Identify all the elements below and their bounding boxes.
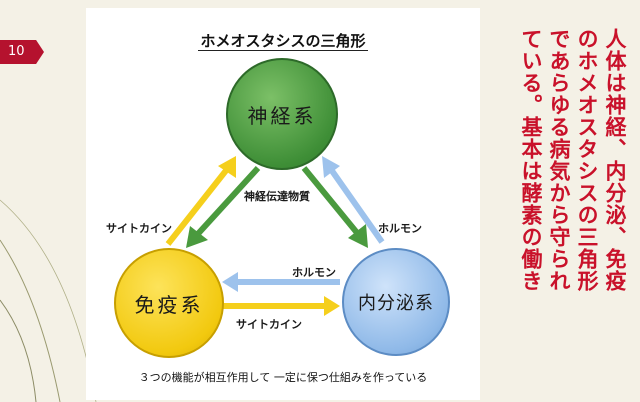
arrow-nervous-to-endocrine-head (348, 224, 368, 248)
arrow-nervous-to-endocrine (301, 166, 361, 236)
side-text-line-1: 人体は神経、内分泌、免疫 (603, 28, 627, 292)
arrow-nervous-to-immune-head (186, 226, 208, 248)
interaction-arrows (165, 156, 385, 316)
diagram-panel: ホメオスタシスの三角形 神経系 免疫系 内分泌系 神経伝達物質 サイトカイン ホ… (86, 8, 480, 400)
side-text-line-2: のホメオスタシスの三角形 (575, 28, 599, 292)
diagram-title: ホメオスタシスの三角形 (200, 32, 366, 50)
arrow-endocrine-to-nervous (327, 166, 385, 244)
label-neurotransmitter: 神経伝達物質 (244, 190, 310, 203)
arrow-endocrine-to-immune-head (222, 272, 238, 292)
slide-number: 10 (0, 40, 44, 64)
label-cytokine-upper: サイトカイン (106, 222, 172, 235)
diagram-caption: ３つの機能が相互作用して 一定に保つ仕組みを作っている (138, 371, 428, 384)
arrow-immune-to-nervous-head (218, 156, 236, 178)
node-immune-system: 免疫系 (114, 248, 224, 358)
side-text-line-4: ている。基本は酵素の働き (519, 28, 543, 292)
label-hormone-upper: ホルモン (378, 222, 422, 235)
node-endocrine-system: 内分泌系 (342, 248, 450, 356)
arrow-immune-to-endocrine-head (324, 296, 340, 316)
label-hormone-middle: ホルモン (292, 266, 336, 279)
title-underline (198, 50, 368, 51)
side-text-line-3: であらゆる病気から守られ (547, 28, 571, 292)
node-nervous-system: 神経系 (226, 58, 338, 170)
arrow-immune-to-nervous (165, 166, 231, 246)
arrow-endocrine-to-nervous-head (322, 156, 340, 178)
arrow-nervous-to-immune (193, 165, 261, 239)
label-cytokine-bottom: サイトカイン (236, 318, 302, 331)
